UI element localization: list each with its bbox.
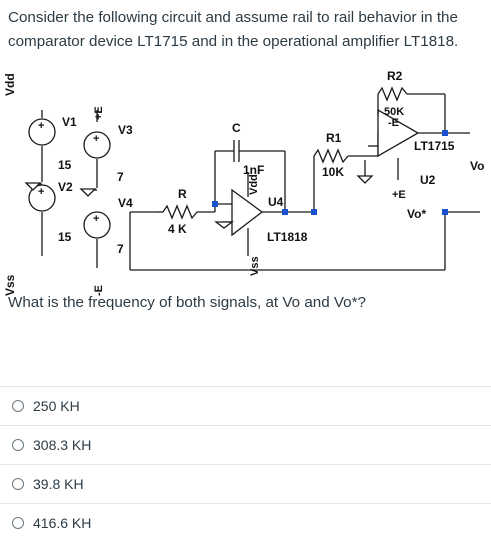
label-r1-value: 10K bbox=[322, 165, 344, 179]
label-v2-value: 15 bbox=[58, 230, 72, 244]
label-ne-bottom: -E bbox=[93, 285, 105, 296]
svg-text:+: + bbox=[93, 133, 99, 145]
radio-icon[interactable] bbox=[12, 439, 24, 451]
question-text: Consider the following circuit and assum… bbox=[8, 9, 459, 50]
u2-comparator bbox=[377, 108, 420, 158]
label-vdd: Vdd bbox=[3, 73, 17, 96]
label-v1-value: 15 bbox=[58, 158, 72, 172]
label-v1: V1 bbox=[62, 115, 77, 129]
svg-text:+: + bbox=[38, 186, 44, 198]
svg-text:+: + bbox=[38, 120, 44, 132]
label-vss: Vss bbox=[3, 274, 17, 296]
option-label: 250 KH bbox=[33, 398, 80, 414]
answer-option[interactable]: 250 KH bbox=[0, 386, 491, 425]
label-vo: Vo bbox=[470, 159, 484, 173]
radio-icon[interactable] bbox=[12, 517, 24, 529]
v1-source bbox=[28, 118, 56, 146]
label-r1: R1 bbox=[326, 131, 342, 145]
label-r2-value: 50K bbox=[384, 106, 404, 118]
option-label: 39.8 KH bbox=[33, 476, 84, 492]
label-lt1715: LT1715 bbox=[414, 139, 455, 153]
label-v3-value: 7 bbox=[117, 170, 124, 184]
v3-source bbox=[83, 131, 111, 159]
option-label: 308.3 KH bbox=[33, 437, 92, 453]
radio-icon[interactable] bbox=[12, 478, 24, 490]
answer-option[interactable]: 308.3 KH bbox=[0, 425, 491, 464]
label-u4: U4 bbox=[268, 195, 284, 209]
label-r: R bbox=[178, 187, 187, 201]
label-r2-sub: -E bbox=[388, 117, 399, 129]
label-v4: V4 bbox=[118, 196, 133, 210]
answer-options: 250 KH 308.3 KH 39.8 KH 416.6 KH bbox=[0, 386, 491, 542]
answer-option[interactable]: 39.8 KH bbox=[0, 464, 491, 503]
label-v4-value: 7 bbox=[117, 242, 124, 256]
label-v2: V2 bbox=[58, 180, 73, 194]
label-r-value: 4 K bbox=[168, 222, 187, 236]
label-pe-top: +E bbox=[93, 106, 105, 120]
answer-option[interactable]: 416.6 KH bbox=[0, 503, 491, 542]
radio-icon[interactable] bbox=[12, 400, 24, 412]
label-vdd-u4: Vdd bbox=[248, 174, 260, 195]
svg-text:+: + bbox=[93, 213, 99, 225]
label-c: C bbox=[232, 121, 241, 135]
circuit-diagram: + + + + Vdd Vss V1 15 V2 15 +E V3 7 V4 7… bbox=[3, 69, 484, 296]
label-pe-u2: +E bbox=[392, 189, 406, 201]
label-c-value: 1nF bbox=[243, 163, 264, 177]
label-v3: V3 bbox=[118, 123, 133, 137]
question-prompt: What is the frequency of both signals, a… bbox=[8, 294, 366, 311]
label-lt1818: LT1818 bbox=[267, 230, 308, 244]
label-u2: U2 bbox=[420, 173, 436, 187]
label-vo-star: Vo* bbox=[407, 207, 426, 221]
u4-opamp bbox=[231, 188, 264, 237]
v4-source bbox=[83, 211, 111, 239]
v2-source bbox=[28, 184, 56, 212]
option-label: 416.6 KH bbox=[33, 515, 92, 531]
label-vss-u4: Vss bbox=[249, 256, 261, 276]
label-r2: R2 bbox=[387, 69, 403, 83]
